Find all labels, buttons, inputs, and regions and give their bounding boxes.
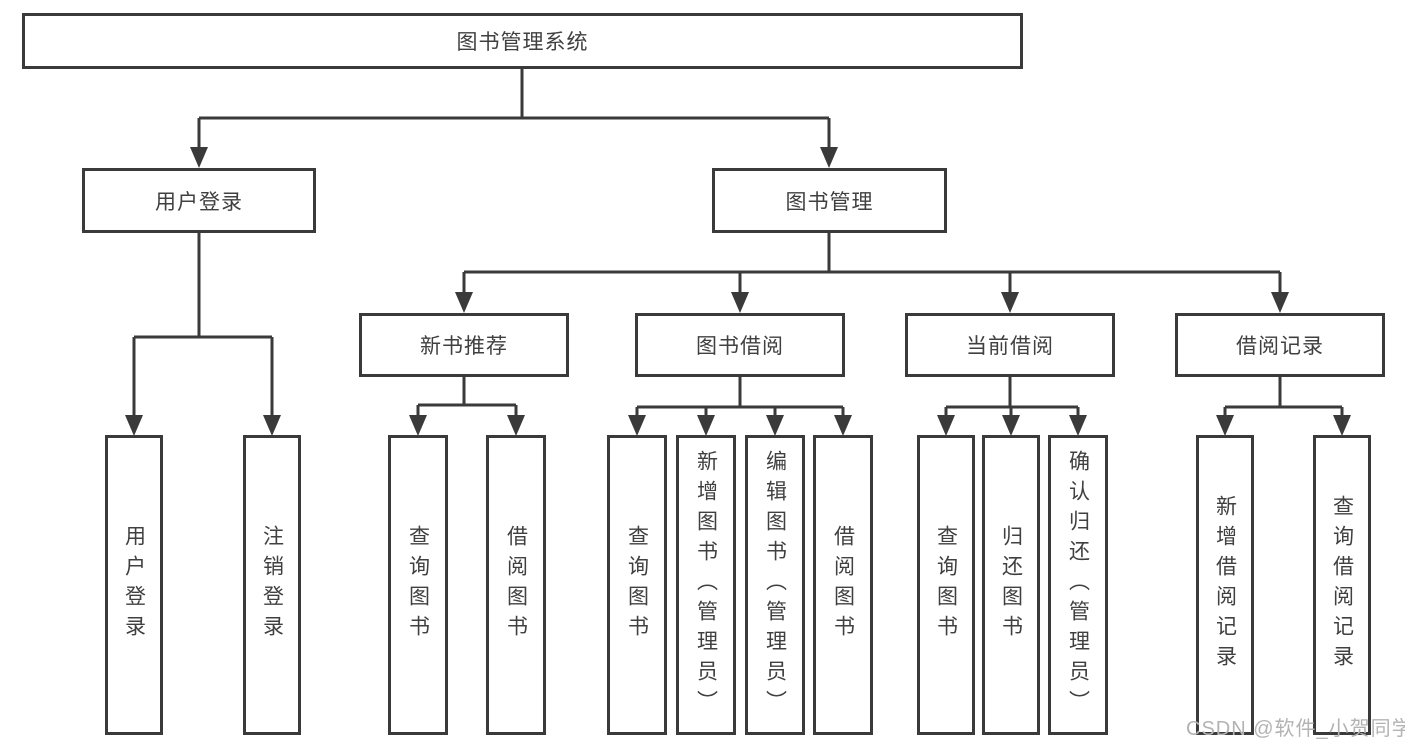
node-nbr-borrow-books: 借阅图书 — [486, 435, 546, 735]
node-bb-add-books-admin: 新增图书（管理员） — [676, 435, 736, 735]
node-br-add-record: 新增借阅记录 — [1196, 435, 1254, 735]
node-br-query-record: 查询借阅记录 — [1313, 435, 1371, 735]
node-user-login-action: 用户登录 — [105, 435, 163, 735]
node-nbr-query-books: 查询图书 — [388, 435, 448, 735]
node-bb-borrow-books: 借阅图书 — [813, 435, 873, 735]
node-root-system: 图书管理系统 — [22, 13, 1023, 69]
node-current-borrowing: 当前借阅 — [905, 313, 1115, 377]
node-book-management: 图书管理 — [712, 168, 947, 233]
node-logout-action: 注销登录 — [243, 435, 301, 735]
node-cb-query-books: 查询图书 — [917, 435, 975, 735]
node-cb-return-books: 归还图书 — [982, 435, 1040, 735]
node-bb-edit-books-admin: 编辑图书（管理员） — [745, 435, 805, 735]
node-new-book-recommend: 新书推荐 — [359, 313, 569, 377]
node-cb-confirm-return-admin: 确认归还（管理员） — [1048, 435, 1108, 735]
node-bb-query-books: 查询图书 — [607, 435, 667, 735]
node-user-login: 用户登录 — [82, 168, 316, 233]
node-book-borrowing: 图书借阅 — [635, 313, 845, 377]
node-borrow-records: 借阅记录 — [1175, 313, 1385, 377]
csdn-watermark: CSDN @软件_小贺同学 — [1186, 718, 1405, 740]
